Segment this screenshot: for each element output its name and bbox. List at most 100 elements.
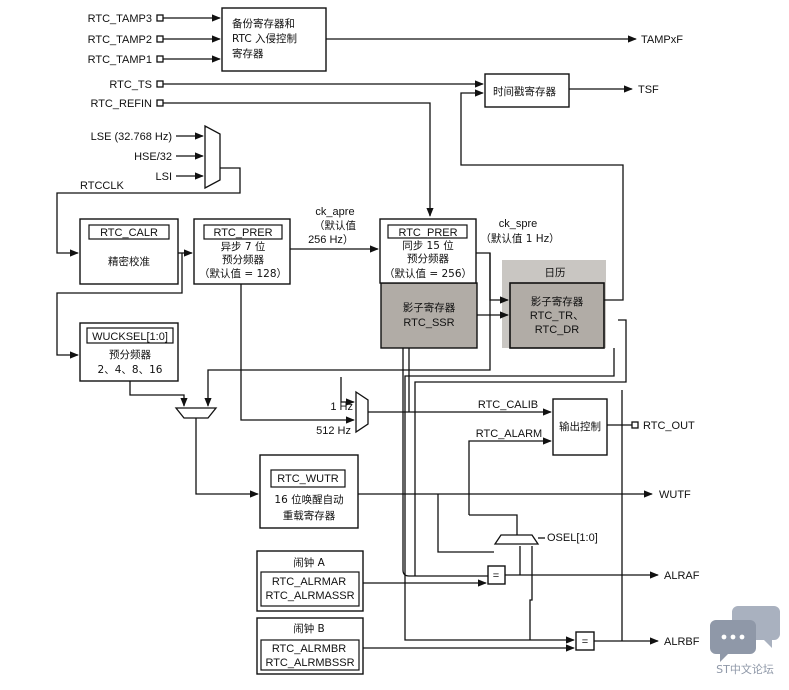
hse-label: HSE/32 <box>134 151 172 163</box>
ts-pin <box>156 80 164 88</box>
shadow-ssr-box <box>380 282 478 349</box>
calib-clock-mux <box>355 390 369 434</box>
wucksel-to-mux-wire <box>129 381 188 407</box>
alarm-b-title: 闹钟 B <box>293 622 325 635</box>
backup-line3: 寄存器 <box>232 47 264 60</box>
osel-label: OSEL[1:0] <box>547 532 598 544</box>
async-line1: 异步 7 位 <box>221 240 266 253</box>
backup-line2: RTC 入侵控制 <box>232 32 297 45</box>
rtcclk-to-wucksel-wire <box>56 253 183 359</box>
sync-reg <box>387 224 468 239</box>
async-line3: （默认值 = 128） <box>199 267 287 280</box>
calr-reg-label: RTC_CALR <box>100 227 158 239</box>
refin-wire <box>163 102 434 217</box>
wucksel-reg-label: WUCKSEL[1:0] <box>92 331 168 343</box>
wutr-reg <box>270 469 346 488</box>
alrbf-to-osel-wire <box>529 546 533 640</box>
alarm-a-reg <box>260 571 360 607</box>
ck-apre-default2: 256 Hz） <box>308 233 354 246</box>
async-line2: 预分频器 <box>222 253 264 266</box>
ck-spre-to-wmux-wire <box>204 253 491 407</box>
comparator-a-symbol: = <box>493 570 499 582</box>
sync-line2: 预分频器 <box>407 252 449 265</box>
calendar-line1: 影子寄存器 <box>531 295 584 308</box>
ck-apre-default1: （默认值 <box>314 219 356 232</box>
lsi-label: LSI <box>155 171 172 183</box>
timestamp-block <box>484 73 570 108</box>
hz512-label: 512 Hz <box>316 425 351 437</box>
ck-spre-default: （默认值 1 Hz） <box>480 232 559 245</box>
sync-line1: 同步 15 位 <box>402 239 454 252</box>
watermark-text: ST中文论坛 <box>716 662 774 676</box>
wutr-line2: 重载寄存器 <box>283 509 336 522</box>
tamp3-label: RTC_TAMP3 <box>88 13 152 25</box>
calendar-line3: RTC_DR <box>535 324 579 336</box>
alarm-wire <box>468 437 552 515</box>
rtc-out-label: RTC_OUT <box>643 420 695 432</box>
alarm-b-reg2: RTC_ALRMBSSR <box>265 657 354 669</box>
rtcclk-label: RTCCLK <box>80 180 124 192</box>
one-hz-label: 1 Hz <box>330 401 353 413</box>
rtcclk-wire <box>56 167 241 257</box>
ck-spre-label: ck_spre <box>499 218 538 230</box>
alarm-b-reg1: RTC_ALRMBR <box>272 643 346 655</box>
wakeup-clock-mux <box>174 407 218 419</box>
tamp3-pin <box>156 14 164 22</box>
calendar-title: 日历 <box>545 267 566 279</box>
wmux-to-wutr-wire <box>195 418 259 498</box>
tamp1-label: RTC_TAMP1 <box>88 54 152 66</box>
output-control-block <box>552 398 608 456</box>
wutf-to-osel-wire <box>437 494 494 553</box>
osel-mux <box>493 534 540 545</box>
ssr-line2: RTC_SSR <box>403 317 454 329</box>
alarm-a-title: 闹钟 A <box>293 556 325 569</box>
lse-label: LSE (32.768 Hz) <box>91 131 172 143</box>
clock-source-mux <box>204 124 221 190</box>
ssr-line1: 影子寄存器 <box>403 301 456 314</box>
calendar-line2: RTC_TR、 <box>530 310 584 322</box>
tamp1-pin <box>156 55 164 63</box>
calendar-shadow-box <box>509 282 605 349</box>
tampxf-label: TAMPxF <box>641 34 683 46</box>
sync-reg-label: RTC_PRER <box>398 227 457 239</box>
osel-to-alarm-wire <box>469 514 518 535</box>
wucksel-line1: 预分频器 <box>109 348 151 361</box>
alarm-b-reg <box>260 639 360 671</box>
wucksel-reg <box>86 327 174 344</box>
backup-line1: 备份寄存器和 <box>232 17 295 30</box>
comparator-b-symbol: = <box>582 636 588 648</box>
alarm-a-reg1: RTC_ALRMAR <box>272 576 346 588</box>
async-reg <box>203 224 283 240</box>
calr-reg <box>88 224 170 240</box>
wutr-block <box>259 454 359 529</box>
alarm-a-reg2: RTC_ALRMASSR <box>265 590 354 602</box>
one-hz-wire <box>340 377 355 406</box>
wutr-line1: 16 位唤醒自动 <box>274 493 343 506</box>
alraf-label: ALRAF <box>664 570 700 582</box>
wutf-label: WUTF <box>659 489 691 501</box>
forum-logo-icon <box>710 606 780 662</box>
tsf-label: TSF <box>638 84 659 96</box>
calib-label: RTC_CALIB <box>478 399 538 411</box>
cal-bus-b <box>404 348 615 644</box>
async-reg-label: RTC_PRER <box>213 227 272 239</box>
timestamp-label: 时间戳寄存器 <box>493 85 556 98</box>
calendar-to-timestamp-wire <box>460 89 624 301</box>
tamp2-pin <box>156 35 164 43</box>
refin-label: RTC_REFIN <box>90 98 152 110</box>
rtc-out-pin <box>631 421 639 429</box>
cal-bus-a <box>414 319 627 576</box>
ck-apre-label: ck_apre <box>315 206 354 218</box>
wutr-reg-label: RTC_WUTR <box>277 473 339 485</box>
ts-label: RTC_TS <box>109 79 152 91</box>
alarm-label: RTC_ALARM <box>476 428 542 440</box>
alrbf-label: ALRBF <box>664 636 700 648</box>
calr-desc: 精密校准 <box>108 255 150 268</box>
async-512hz-wire <box>240 284 355 424</box>
tamp2-label: RTC_TAMP2 <box>88 34 152 46</box>
output-control-label: 输出控制 <box>559 420 601 433</box>
refin-pin <box>156 99 164 107</box>
wucksel-line2: 2、4、8、16 <box>98 364 163 376</box>
